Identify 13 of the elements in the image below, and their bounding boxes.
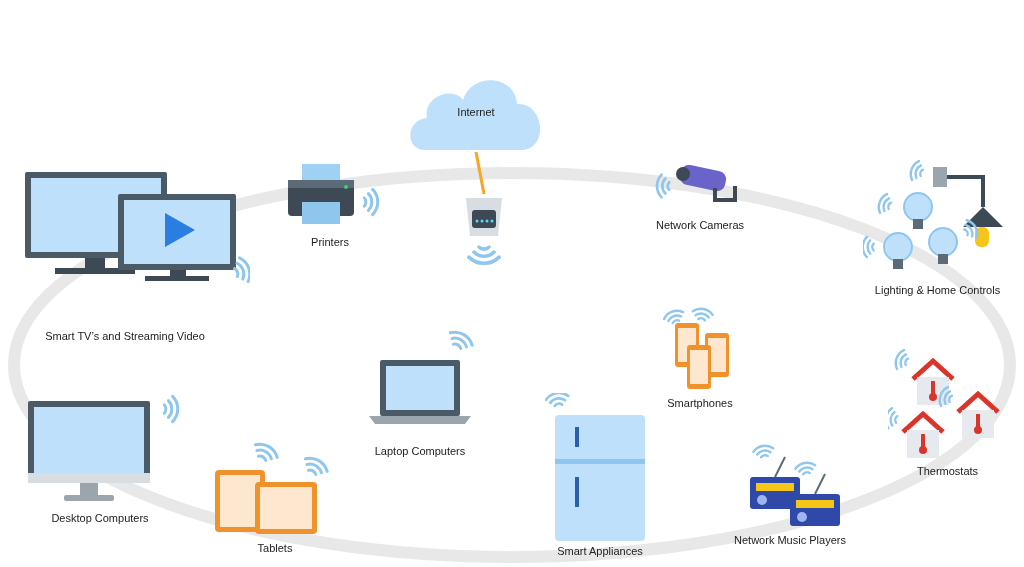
device-label: Smart Appliances <box>557 545 643 557</box>
device-label: Network Cameras <box>656 219 744 231</box>
device-label: Smart TV’s and Streaming Video <box>45 330 205 342</box>
connector-line <box>474 151 486 195</box>
device-label: Smartphones <box>667 397 733 409</box>
device-label: Tablets <box>257 542 293 554</box>
device-label: Desktop Computers <box>51 512 149 524</box>
device-label: Printers <box>311 236 349 248</box>
device-label: Network Music Players <box>734 534 846 546</box>
device-label: Lighting & Home Controls <box>874 284 1001 296</box>
device-label: Thermostats <box>916 465 979 477</box>
device-label: Laptop Computers <box>374 445 466 457</box>
node-label: Internet <box>456 106 496 118</box>
